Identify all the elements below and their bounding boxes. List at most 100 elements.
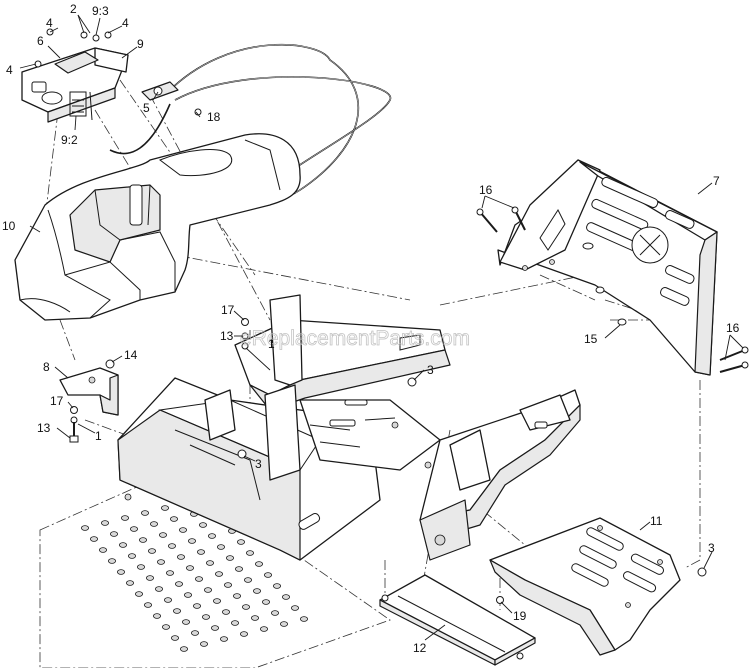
seat-plate-bolts	[476, 206, 749, 373]
floor-hole	[239, 631, 248, 637]
panel-fasteners	[34, 28, 202, 116]
callout-5: 5	[143, 101, 150, 115]
floor-hole	[143, 602, 152, 608]
callout-labels: 4 2 9:3 4 6 9 4 5 18 9:2 10 7 16 17 13 1…	[2, 2, 740, 655]
floor-hole	[261, 599, 270, 605]
floor-hole	[212, 598, 221, 604]
floor-hole	[221, 609, 230, 615]
floor-hole	[207, 533, 216, 539]
floor-hole	[99, 547, 108, 553]
floor-hole	[160, 505, 169, 511]
floor-hole	[127, 553, 136, 559]
floor-hole	[178, 527, 187, 533]
callout-3: 3	[255, 457, 262, 471]
floor-hole	[174, 581, 183, 587]
floor-hole	[214, 571, 223, 577]
floor-hole	[134, 591, 143, 597]
floor-hole	[167, 543, 176, 549]
floor-hole	[170, 635, 179, 641]
floor-hole	[241, 604, 250, 610]
floor-hole	[279, 621, 288, 627]
floor-hole	[230, 620, 239, 626]
floor-hole	[201, 614, 210, 620]
floor-hole	[259, 626, 268, 632]
floor-hole	[158, 532, 167, 538]
callout-9-3: 9:3	[92, 4, 109, 18]
callout-17: 17	[221, 303, 235, 317]
callout-4: 4	[122, 16, 129, 30]
seat-plate-slots	[586, 176, 695, 306]
callout-9-2: 9:2	[61, 133, 78, 147]
floor-hole	[203, 587, 212, 593]
lower-shield	[379, 574, 536, 666]
floor-hole	[290, 605, 299, 611]
floor-hole	[147, 548, 156, 554]
fuel-tank-body	[14, 133, 301, 321]
floor-hole	[225, 555, 234, 561]
callout-4: 4	[46, 16, 53, 30]
floor-hole	[163, 597, 172, 603]
floor-hole	[254, 561, 263, 567]
floor-hole	[81, 525, 90, 531]
floor-hole	[223, 582, 232, 588]
callout-11: 11	[650, 514, 663, 528]
floor-hole	[216, 544, 225, 550]
floor-hole	[210, 625, 219, 631]
floor-hole	[161, 624, 170, 630]
foot-plate	[489, 517, 681, 656]
callout-12: 12	[413, 641, 427, 655]
callout-3: 3	[427, 363, 434, 377]
callout-14: 14	[124, 348, 138, 362]
floor-hole	[250, 615, 259, 621]
floor-hole	[140, 510, 149, 516]
main-frame	[117, 294, 581, 561]
floor-hole	[169, 516, 178, 522]
floor-hole	[154, 586, 163, 592]
floor-hole	[196, 549, 205, 555]
floor-hole	[185, 565, 194, 571]
floor-hole	[101, 520, 110, 526]
callout-leaders	[19, 14, 744, 641]
floor-hole	[194, 576, 203, 582]
floor-hole	[252, 588, 261, 594]
floor-hole	[129, 526, 138, 532]
floor-hole	[149, 521, 158, 527]
callout-17: 17	[50, 394, 64, 408]
callout-9: 9	[137, 37, 144, 51]
callout-15: 15	[584, 332, 598, 346]
control-panel	[21, 47, 129, 123]
callout-3: 3	[708, 541, 715, 555]
watermark: eReplacementParts.com	[240, 327, 470, 350]
floor-hole	[138, 537, 147, 543]
floor-hole	[90, 536, 99, 542]
floor-plate	[39, 469, 391, 668]
callout-4: 4	[6, 63, 13, 77]
callout-10: 10	[2, 219, 16, 233]
floor-hole	[192, 603, 201, 609]
floor-plate-holes	[81, 495, 308, 652]
callout-2: 2	[70, 2, 77, 16]
floor-hole	[272, 583, 281, 589]
floor-hole	[243, 577, 252, 583]
mount-bracket	[59, 359, 119, 443]
floor-hole	[270, 610, 279, 616]
floor-hole	[205, 560, 214, 566]
floor-hole	[183, 592, 192, 598]
floor-hole	[117, 569, 126, 575]
floor-hole	[165, 570, 174, 576]
callout-19: 19	[513, 609, 527, 623]
floor-hole	[121, 515, 130, 521]
floor-hole	[145, 575, 154, 581]
floor-hole	[245, 550, 254, 556]
floor-hole	[108, 558, 117, 564]
floor-hole	[152, 613, 161, 619]
callout-7: 7	[713, 174, 720, 188]
callout-16: 16	[726, 321, 740, 335]
floor-hole	[199, 641, 208, 647]
callout-16: 16	[479, 183, 493, 197]
floor-hole	[136, 564, 145, 570]
floor-hole	[187, 538, 196, 544]
floor-hole	[110, 531, 119, 537]
callout-13: 13	[37, 421, 51, 435]
floor-hole	[198, 522, 207, 528]
